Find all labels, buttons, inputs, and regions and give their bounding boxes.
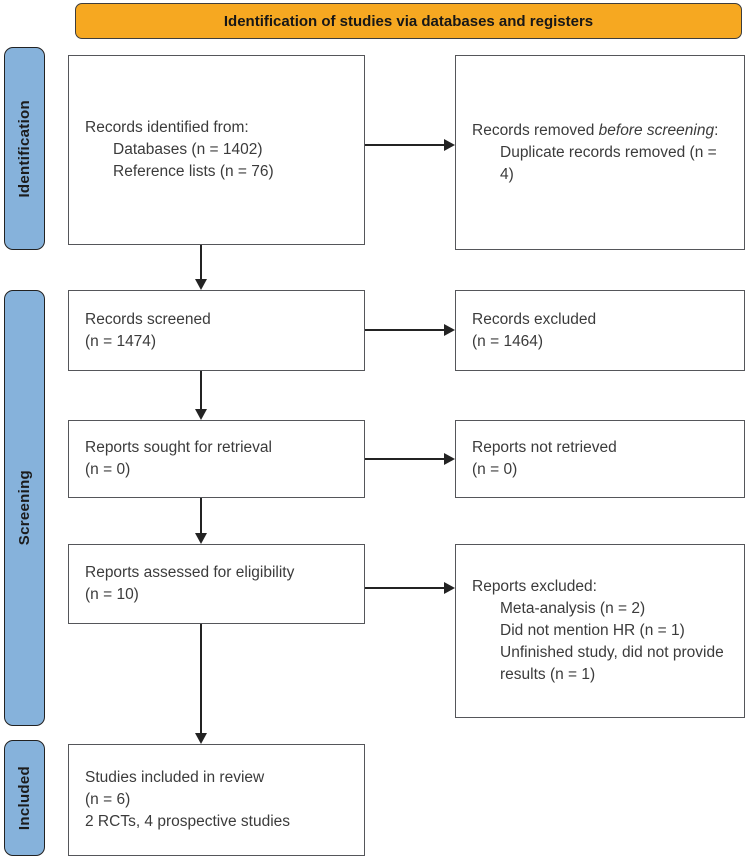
arrow-down-identified-to-screened	[195, 245, 207, 290]
box-line: Studies included in review	[85, 769, 265, 786]
box-reports-assessed: Reports assessed for eligibility (n = 10…	[68, 544, 365, 624]
header-title: Identification of studies via databases …	[223, 12, 594, 30]
box-reports-excluded: Reports excluded: Meta-analysis (n = 2) …	[455, 544, 745, 718]
box-studies-included: Studies included in review (n = 6) 2 RCT…	[68, 744, 365, 856]
arrow-right-identified-to-removed	[365, 139, 455, 151]
stage-label-identification: Identification	[16, 99, 33, 198]
box-records-screened: Records screened (n = 1474)	[68, 290, 365, 371]
box-line: 2 RCTs, 4 prospective studies	[85, 813, 291, 830]
box-line: Reports excluded:	[472, 578, 597, 595]
box-line: Records excluded	[472, 310, 597, 328]
box-line: (n = 6)	[85, 791, 131, 808]
box-line: Reports assessed for eligibility	[85, 564, 295, 581]
box-line-text: Records removed	[472, 121, 599, 139]
stage-bar-included: Included	[4, 740, 45, 856]
box-records-removed: Records removed before screening: Duplic…	[455, 55, 745, 250]
box-line: (n = 10)	[85, 586, 139, 603]
box-records-excluded: Records excluded (n = 1464)	[455, 290, 745, 371]
box-line: Did not mention HR (n = 1)	[500, 622, 685, 639]
box-line: Duplicate records removed (n = 4)	[500, 143, 717, 183]
box-reports-sought: Reports sought for retrieval (n = 0)	[68, 420, 365, 498]
box-line: (n = 0)	[85, 461, 131, 478]
box-reports-not-retrieved: Reports not retrieved (n = 0)	[455, 420, 745, 498]
box-line: Reports not retrieved	[472, 439, 617, 456]
box-line: Reports sought for retrieval	[85, 439, 272, 456]
box-line: Reference lists (n = 76)	[113, 163, 274, 180]
stage-label-included: Included	[16, 765, 33, 831]
stage-label-screening: Screening	[16, 470, 33, 546]
box-records-identified: Records identified from: Databases (n = …	[68, 55, 365, 245]
box-line: Records screened	[85, 310, 211, 328]
box-line: (n = 1464)	[472, 332, 544, 350]
box-line: Records removed before screening:	[472, 120, 728, 142]
box-line: Databases (n = 1402)	[113, 141, 263, 158]
box-line-text: :	[714, 121, 719, 139]
arrow-down-assessed-to-included	[195, 624, 207, 744]
stage-bar-identification: Identification	[4, 47, 45, 250]
box-line: (n = 1474)	[85, 332, 157, 350]
header-banner: Identification of studies via databases …	[75, 3, 742, 39]
box-line: Meta-analysis (n = 2)	[500, 600, 646, 617]
arrow-down-screened-to-sought	[195, 371, 207, 420]
arrow-down-sought-to-assessed	[195, 498, 207, 544]
box-line: (n = 0)	[472, 461, 518, 478]
box-line: Unfinished study, did not provide result…	[500, 644, 724, 683]
box-line: Records identified from:	[85, 119, 249, 136]
box-line-italic-text: before screening	[598, 121, 715, 139]
arrow-right-sought-to-not-retrieved	[365, 453, 455, 465]
stage-bar-screening: Screening	[4, 290, 45, 726]
arrow-right-screened-to-excluded	[365, 324, 455, 336]
arrow-right-assessed-to-excluded	[365, 582, 455, 594]
